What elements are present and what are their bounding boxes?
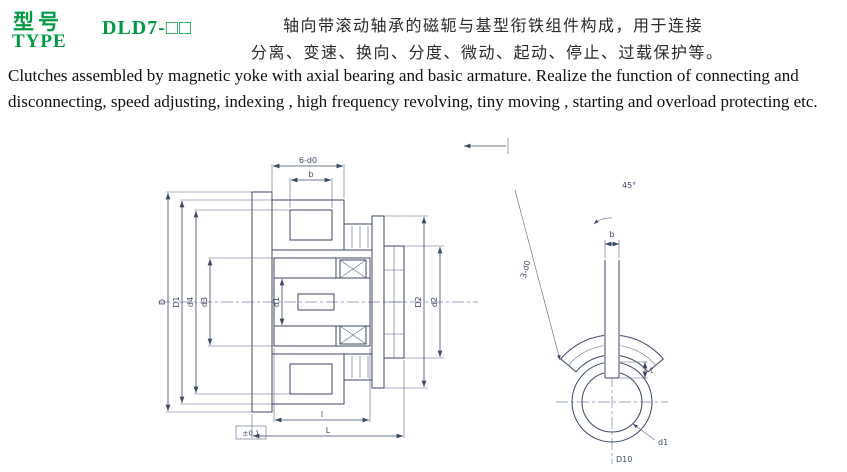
section-view-drawing: D D1 d4 d3 d1 D2 d2 b 6-d0 l L ±0.1 [158,138,509,440]
yoke-bottom-section [271,353,345,405]
technical-drawings: D D1 d4 d3 d1 D2 d2 b 6-d0 l L ±0.1 [158,138,668,464]
description-en-line1: Clutches assembled by magnetic yoke with… [8,66,799,85]
holes-label: 3-d0 [519,259,532,279]
holes-leader [514,189,561,361]
dim-label-d4: d4 [186,297,195,307]
keyway-clearing [604,260,620,378]
dim-label-d2: d2 [430,297,439,307]
description-en-line2: disconnecting, speed adjusting, indexing… [8,92,818,111]
armature-arc [559,334,665,373]
dim-label-6d0: 6-d0 [299,156,317,165]
dim-label-b: b [308,170,313,179]
angle-label: 45° [622,181,636,190]
coil-top-section [289,209,333,241]
bore-label: d1 [658,438,668,447]
fit-label: D10 [616,455,632,464]
bearing-bottom [339,325,367,345]
description-cn-line2: 分离、变速、换向、分度、微动、起动、停止、过载保护等。 [251,43,724,62]
dim-label-key-width: b [609,230,614,239]
coil-bottom-section [289,363,333,395]
dim-label-D2: D2 [414,296,423,307]
dim-label-L: L [326,426,331,435]
key-section [297,293,335,311]
spline-hub [383,245,405,359]
bore-leader [632,423,656,441]
direction-arrow [464,138,509,154]
dim-label-d1: d1 [272,297,281,307]
bearing-top [339,259,367,279]
keyway-slot [604,260,620,379]
dim-label-key-depth: t [650,366,653,375]
flange-section [251,191,273,413]
type-label-cn: 型号 [13,10,63,34]
dim-label-D1: D1 [172,296,181,307]
description-cn-line1: 轴向带滚动轴承的磁轭与基型衔铁组件构成，用于连接 [283,16,704,35]
tolerance-label: ±0.1 [243,430,260,438]
dim-label-d3: d3 [200,297,209,307]
model-number: DLD7-□□ [102,17,193,39]
angle-arc [593,217,613,225]
dim-label-D: D [158,299,167,305]
yoke-top-section [271,199,345,251]
disc-pack-top [343,223,373,251]
end-view-drawing: b t 45° 3-d0 d1 D10 [514,181,668,464]
bore-outline [273,277,371,327]
disc-pack-bottom [343,353,373,381]
tolerance-callout: ±0.1 [235,425,267,440]
type-label-en: TYPE [12,31,67,52]
dim-label-l: l [321,410,323,419]
